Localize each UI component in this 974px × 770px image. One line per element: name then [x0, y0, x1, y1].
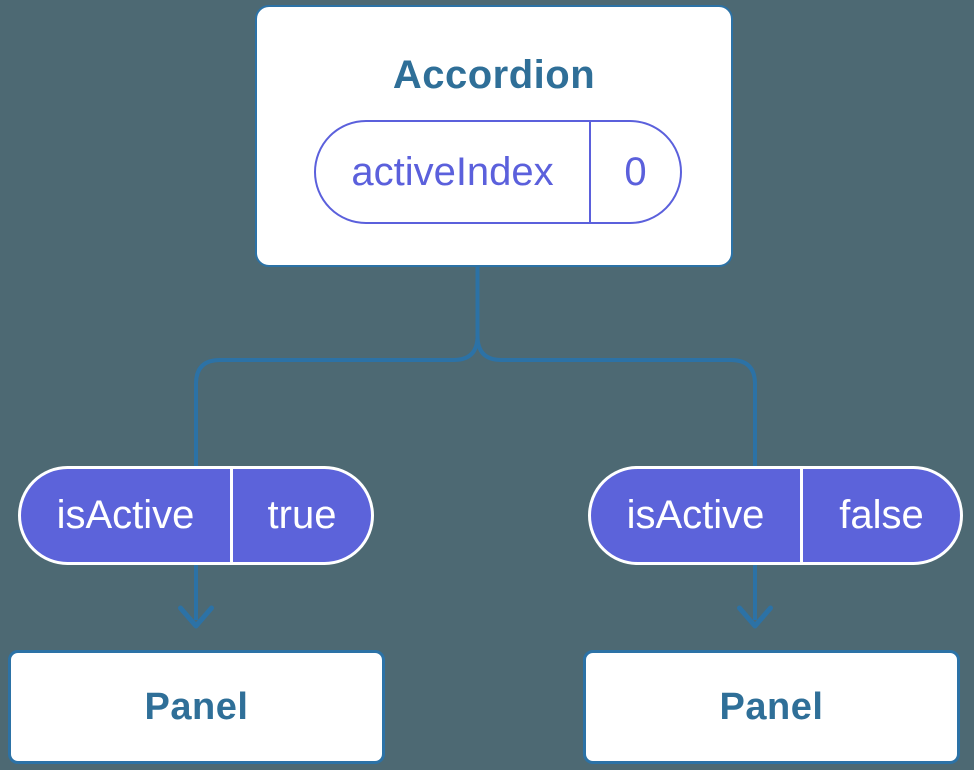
prop-value-label: 0 [624, 149, 647, 194]
prop-name-label: activeIndex [316, 122, 591, 222]
connector-left-branch [194, 266, 480, 620]
arrow-down-icon [737, 605, 773, 629]
arrow-down-icon [178, 605, 214, 629]
panel-node-left: Panel [8, 650, 385, 764]
prop-value-label: true [267, 493, 337, 537]
active-index-prop-pill: activeIndex 0 [314, 120, 682, 224]
prop-name-label: isActive [21, 469, 233, 562]
connector-right-branch [475, 266, 757, 620]
is-active-pill-right: isActive false [588, 466, 963, 565]
prop-name-label: isActive [591, 469, 803, 562]
accordion-node: Accordion activeIndex 0 [255, 5, 733, 267]
panel-node-right: Panel [583, 650, 960, 764]
accordion-node-title: Accordion [392, 53, 596, 97]
is-active-pill-left: isActive true [18, 466, 374, 565]
prop-value-label: false [839, 493, 924, 537]
